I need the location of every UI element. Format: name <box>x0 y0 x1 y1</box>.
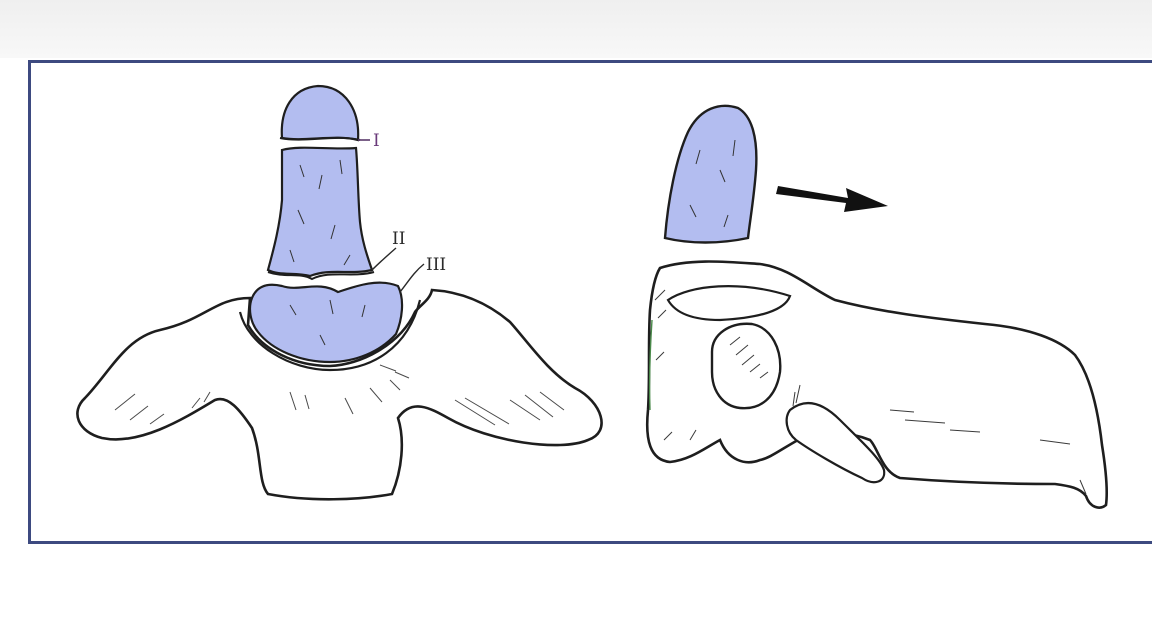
dens-neck <box>268 148 372 276</box>
c2-anterior-view: I II III <box>77 86 601 499</box>
label-leader-type-3 <box>400 264 424 292</box>
displaced-dens-fragment <box>665 106 756 243</box>
label-type-3: III <box>426 255 446 275</box>
label-type-1: I <box>373 131 380 151</box>
c2-lateral-view <box>647 106 1107 508</box>
label-type-2: II <box>392 229 405 249</box>
dens-tip <box>282 86 358 140</box>
displacement-arrow-icon <box>776 186 888 212</box>
transverse-foramen <box>712 324 780 408</box>
label-leader-type-2 <box>372 248 396 270</box>
